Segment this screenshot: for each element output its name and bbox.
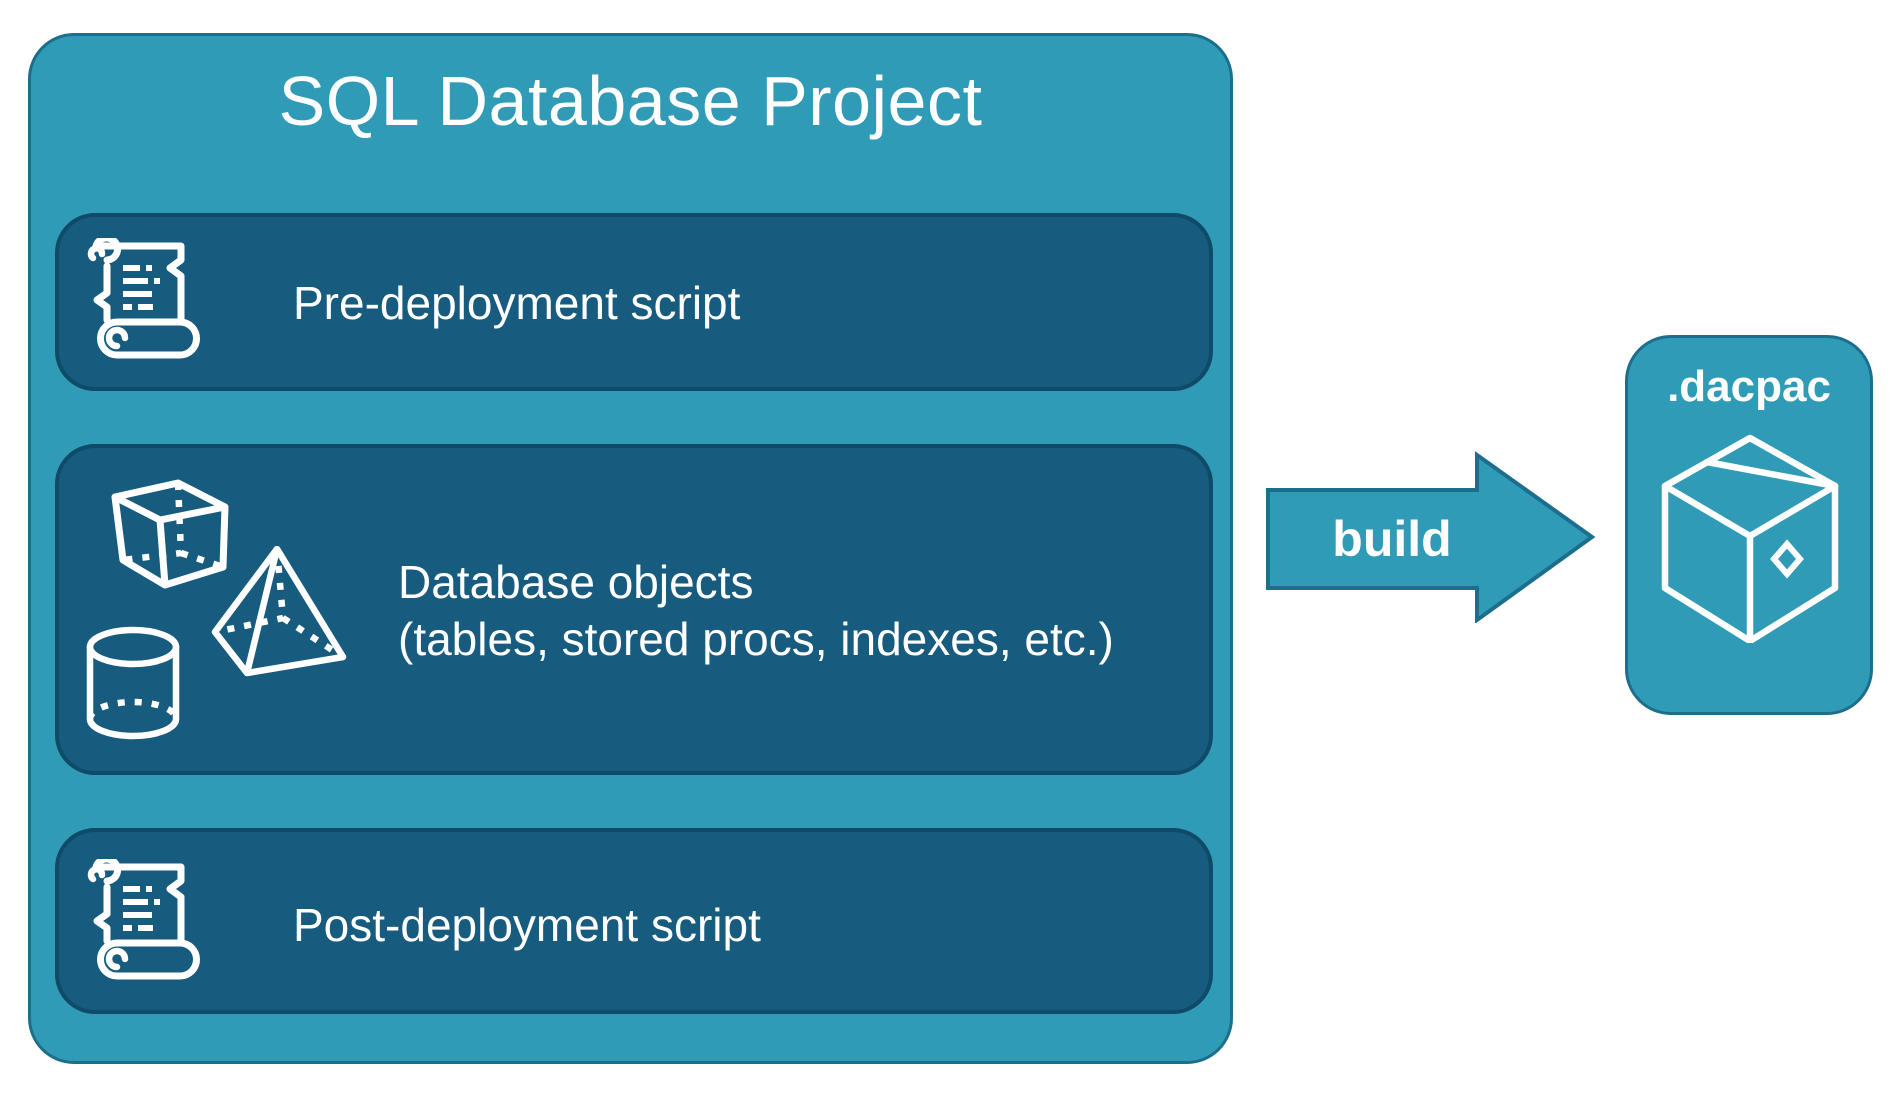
cube-icon — [111, 479, 229, 589]
scroll-icon — [87, 238, 200, 359]
post-deployment-script-box: Post-deployment script — [55, 828, 1213, 1014]
post-deployment-script-label: Post-deployment script — [293, 899, 761, 951]
pyramid-icon — [211, 546, 347, 677]
dacpac-output-box: .dacpac — [1625, 335, 1873, 715]
scroll-icon — [87, 859, 200, 980]
sql-database-project-box: SQL Database Project Pre-deployment scri… — [28, 33, 1233, 1064]
cylinder-icon — [86, 626, 180, 740]
arrow-right-icon — [1266, 451, 1596, 623]
database-objects-label: Database objects (tables, stored procs, … — [398, 554, 1114, 668]
pre-deployment-script-box: Pre-deployment script — [55, 213, 1213, 391]
database-objects-label-line2: (tables, stored procs, indexes, etc.) — [398, 613, 1114, 665]
build-label: build — [1332, 511, 1452, 567]
database-objects-label-line1: Database objects — [398, 556, 754, 608]
dacpac-label: .dacpac — [1667, 362, 1831, 411]
package-icon — [1661, 434, 1839, 643]
pre-deployment-script-label: Pre-deployment script — [293, 277, 741, 329]
project-title: SQL Database Project — [278, 62, 983, 140]
database-objects-box: Database objects (tables, stored procs, … — [55, 444, 1213, 775]
